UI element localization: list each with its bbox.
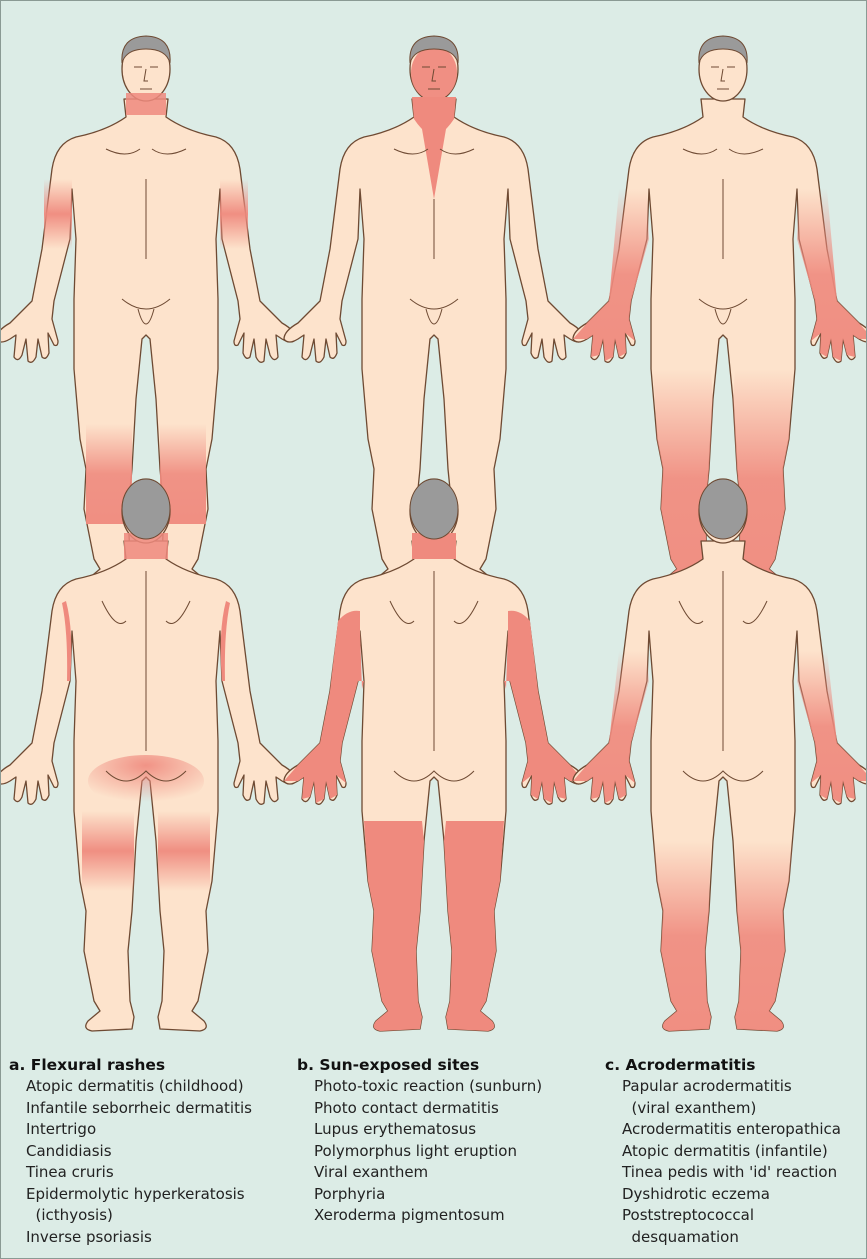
body-diagrams: .skin { fill: #fde3cc; stroke: #6e4a33; … xyxy=(1,1,866,1041)
list-item: Tinea cruris xyxy=(26,1162,252,1184)
list-item: Porphyria xyxy=(314,1184,542,1206)
list-item: Lupus erythematosus xyxy=(314,1119,542,1141)
list-item: Dyshidrotic eczema xyxy=(622,1184,841,1206)
list-item: desquamation xyxy=(622,1227,841,1249)
legend-heading: a. Flexural rashes xyxy=(9,1054,252,1076)
legend-acrodermatitis: c. Acrodermatitis Papular acrodermatitis… xyxy=(605,1054,841,1248)
list-item: Intertrigo xyxy=(26,1119,252,1141)
list-item: Candidiasis xyxy=(26,1141,252,1163)
figure-a-back xyxy=(1,479,296,1031)
list-item: Viral exanthem xyxy=(314,1162,542,1184)
figure-b-back xyxy=(284,479,584,1031)
legend-heading: b. Sun-exposed sites xyxy=(297,1054,542,1076)
list-item: Poststreptococcal xyxy=(622,1205,841,1227)
list-item: Tinea pedis with 'id' reaction xyxy=(622,1162,841,1184)
legend-flexural: a. Flexural rashes Atopic dermatitis (ch… xyxy=(9,1054,252,1248)
list-item: Xeroderma pigmentosum xyxy=(314,1205,542,1227)
list-item: Inverse psoriasis xyxy=(26,1227,252,1249)
list-item: Atopic dermatitis (childhood) xyxy=(26,1076,252,1098)
list-item: Epidermolytic hyperkeratosis xyxy=(26,1184,252,1206)
list-item: Acrodermatitis enteropathica xyxy=(622,1119,841,1141)
list-item: Polymorphus light eruption xyxy=(314,1141,542,1163)
list-item: Infantile seborrheic dermatitis xyxy=(26,1098,252,1120)
list-item: (icthyosis) xyxy=(26,1205,252,1227)
list-item: Photo-toxic reaction (sunburn) xyxy=(314,1076,542,1098)
list-item: (viral exanthem) xyxy=(622,1098,841,1120)
list-item: Papular acrodermatitis xyxy=(622,1076,841,1098)
legend-sun-exposed: b. Sun-exposed sites Photo-toxic reactio… xyxy=(297,1054,542,1227)
list-item: Atopic dermatitis (infantile) xyxy=(622,1141,841,1163)
figure-c-back xyxy=(573,479,866,1031)
list-item: Photo contact dermatitis xyxy=(314,1098,542,1120)
legend-heading: c. Acrodermatitis xyxy=(605,1054,841,1076)
